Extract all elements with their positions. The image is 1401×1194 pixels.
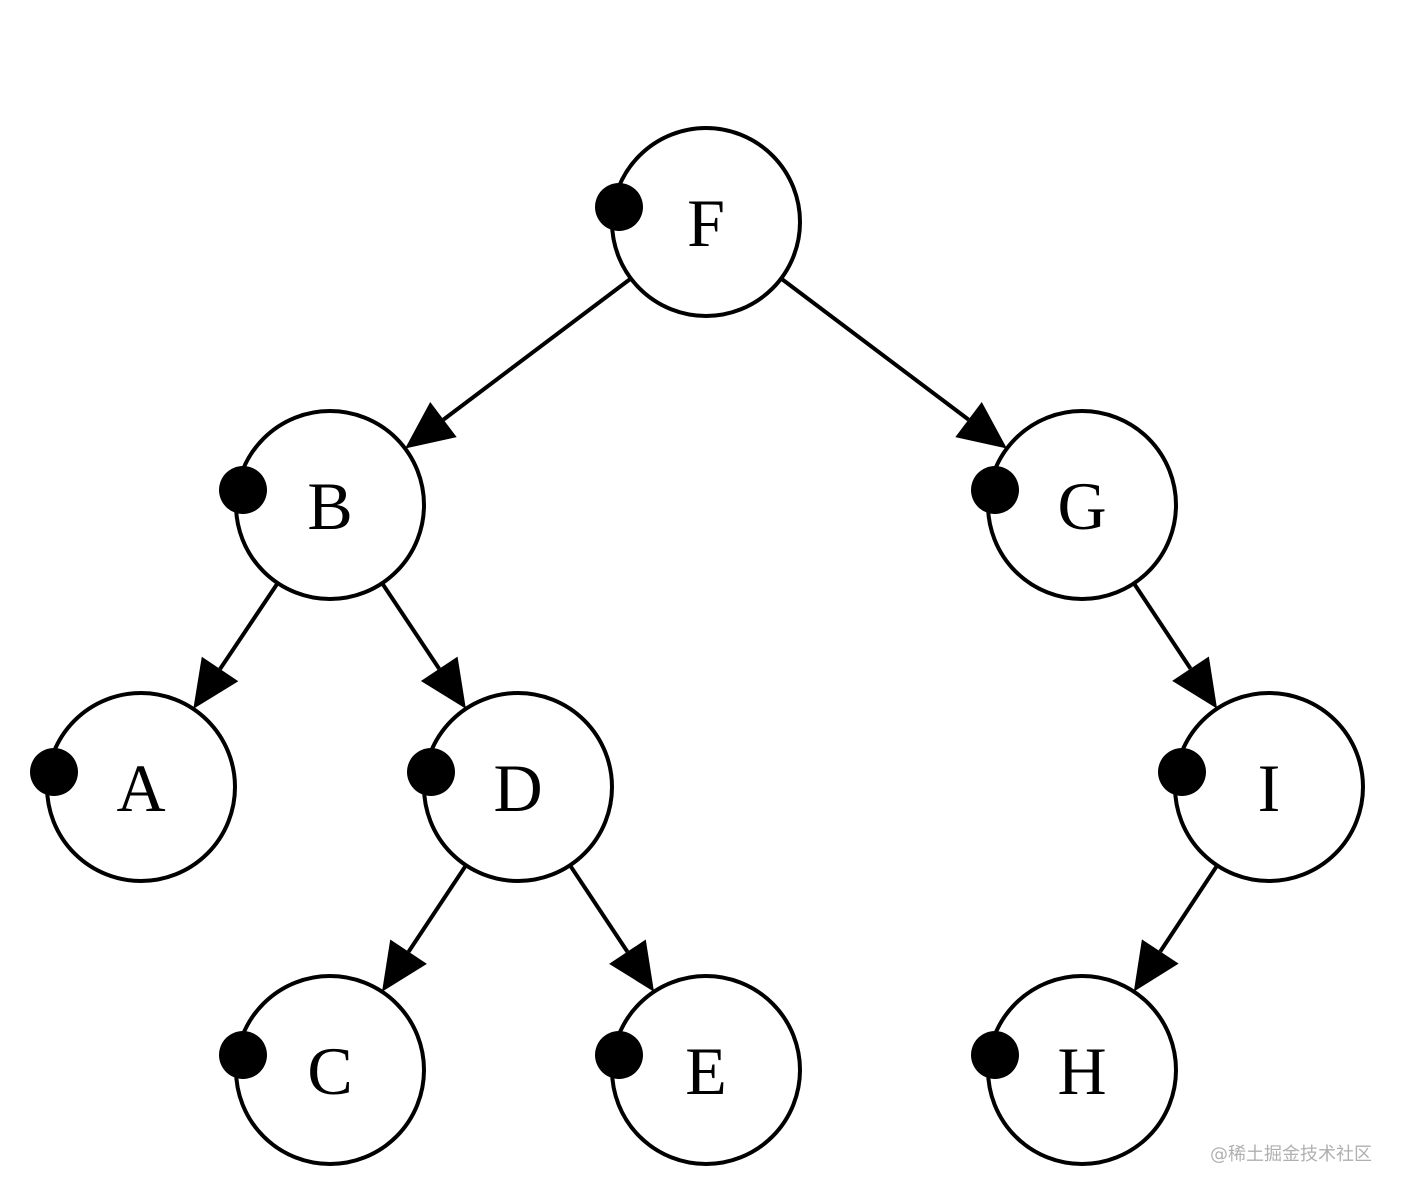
node-label: C xyxy=(307,1033,352,1109)
watermark: @稀土掘金技术社区 xyxy=(1210,1144,1372,1165)
node-label: H xyxy=(1057,1033,1106,1109)
edge-B-A xyxy=(193,581,280,709)
edge-line xyxy=(779,276,970,422)
preorder-dot-icon xyxy=(595,1031,643,1079)
edge-G-I xyxy=(1132,582,1218,709)
node-A: A xyxy=(30,691,237,883)
edge-line xyxy=(1132,582,1193,670)
node-label: B xyxy=(307,468,352,544)
node-C: C xyxy=(219,974,426,1166)
node-label: G xyxy=(1057,468,1106,544)
arrowhead-icon xyxy=(405,402,457,449)
preorder-dot-icon xyxy=(971,1031,1019,1079)
edge-F-G xyxy=(779,276,1007,449)
preorder-dot-icon xyxy=(971,466,1019,514)
node-label: A xyxy=(116,750,165,826)
preorder-dot-icon xyxy=(407,748,455,796)
node-label: D xyxy=(493,750,542,826)
node-label: E xyxy=(685,1033,727,1109)
node-B: B xyxy=(219,409,426,601)
arrowhead-icon xyxy=(382,939,427,992)
preorder-dot-icon xyxy=(30,748,78,796)
edge-line xyxy=(380,582,441,670)
arrowhead-icon xyxy=(1172,656,1218,709)
edge-D-C xyxy=(382,864,468,992)
edge-F-B xyxy=(405,276,633,449)
edge-I-H xyxy=(1133,864,1219,992)
node-E: E xyxy=(595,974,802,1166)
node-label: F xyxy=(687,185,725,261)
arrowhead-icon xyxy=(193,656,239,709)
edge-line xyxy=(218,581,280,671)
node-H: H xyxy=(971,974,1178,1166)
edge-line xyxy=(442,276,633,422)
arrowhead-icon xyxy=(955,402,1007,449)
arrowhead-icon xyxy=(1133,939,1179,992)
edge-D-E xyxy=(568,864,654,992)
preorder-dot-icon xyxy=(1158,748,1206,796)
node-F: F xyxy=(595,126,802,318)
arrowhead-icon xyxy=(609,939,654,992)
edges xyxy=(193,276,1219,992)
node-I: I xyxy=(1158,691,1365,883)
node-label: I xyxy=(1258,750,1281,826)
edge-B-D xyxy=(380,582,466,709)
preorder-dot-icon xyxy=(219,466,267,514)
edge-line xyxy=(406,864,468,953)
preorder-dot-icon xyxy=(219,1031,267,1079)
nodes: F B G A D I C E H xyxy=(30,126,1365,1166)
node-G: G xyxy=(971,409,1178,601)
preorder-dot-icon xyxy=(595,183,643,231)
edge-line xyxy=(568,864,630,953)
node-D: D xyxy=(407,691,614,883)
arrowhead-icon xyxy=(420,656,466,709)
edge-line xyxy=(1158,864,1219,953)
